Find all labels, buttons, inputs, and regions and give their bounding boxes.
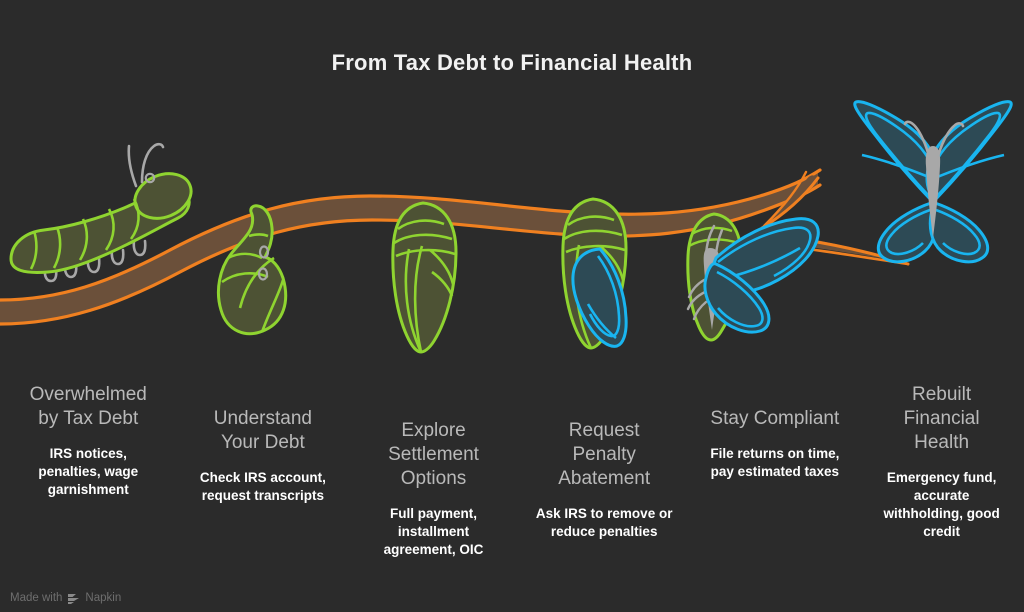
stage-heading: Rebuilt Financial Health — [903, 384, 980, 453]
napkin-logo-icon — [68, 593, 80, 604]
watermark-made-with-label: Made with — [10, 592, 63, 604]
butterfly-icon — [853, 100, 1013, 264]
stage-subtitle: Emergency fund, accurate withholding, go… — [883, 470, 1000, 539]
stage-column-5: Stay Compliant File returns on time, pay… — [691, 375, 860, 481]
stage-heading: Explore Settlement Options — [388, 420, 479, 489]
stage-heading: Request Penalty Abatement — [558, 420, 651, 489]
stage-column-6: Rebuilt Financial Health Emergency fund,… — [859, 375, 1024, 541]
stage-subtitle: File returns on time, pay estimated taxe… — [710, 446, 840, 479]
stage-column-4: Request Penalty Abatement Ask IRS to rem… — [518, 375, 691, 541]
chrysalis-icon — [391, 201, 458, 354]
metamorphosis-illustration — [0, 100, 1013, 354]
chrysalis-emerging-wing-icon — [561, 197, 628, 350]
stage-heading: Understand Your Debt — [213, 408, 312, 453]
stage-captions: Overwhelmed by Tax Debt IRS notices, pen… — [0, 375, 1024, 575]
stage-column-2: Understand Your Debt Check IRS account, … — [177, 375, 350, 505]
napkin-watermark: Made with Napkin — [10, 592, 121, 604]
butterfly-emerging-icon — [686, 212, 820, 342]
curled-caterpillar-icon — [216, 204, 288, 336]
stage-subtitle: Ask IRS to remove or reduce penalties — [535, 506, 673, 539]
stage-column-1: Overwhelmed by Tax Debt IRS notices, pen… — [0, 375, 177, 499]
stage-heading: Stay Compliant — [710, 408, 840, 429]
stage-subtitle: IRS notices, penalties, wage garnishment — [38, 446, 139, 497]
page-title: From Tax Debt to Financial Health — [331, 50, 693, 75]
stage-heading: Overwhelmed by Tax Debt — [29, 384, 147, 429]
stage-subtitle: Full payment, installment agreement, OIC — [383, 506, 484, 557]
stage-subtitle: Check IRS account, request transcripts — [199, 470, 326, 503]
stage-column-3: Explore Settlement Options Full payment,… — [349, 375, 518, 559]
watermark-brand-label: Napkin — [85, 592, 122, 604]
caterpillar-icon — [9, 142, 193, 283]
